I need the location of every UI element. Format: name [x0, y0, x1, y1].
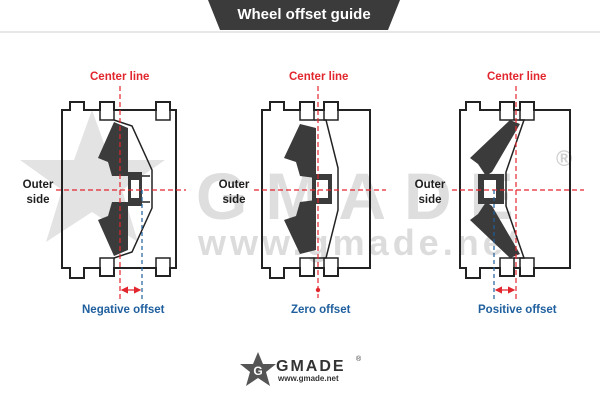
side-label-2: side — [222, 194, 246, 206]
outer-label-3: Outer — [414, 179, 446, 191]
footer-url: www.gmade.net — [278, 374, 339, 383]
svg-text:G: G — [253, 364, 262, 378]
negative-offset-label: Negative offset — [82, 304, 165, 316]
center-line-label-2: Center line — [289, 71, 349, 83]
wheel-positive-offset — [459, 101, 571, 279]
wheel-negative-offset — [61, 101, 177, 279]
side-label-1: side — [26, 194, 50, 206]
footer-reg-mark: ® — [356, 356, 362, 363]
wheel-zero-offset — [261, 101, 371, 279]
center-line-label-1: Center line — [90, 71, 150, 83]
footer-brand: GMADE — [276, 358, 346, 375]
outer-label-2: Outer — [218, 179, 250, 191]
gmade-star-logo-icon: G — [240, 352, 276, 386]
side-label-3: side — [418, 194, 442, 206]
zero-offset-label: Zero offset — [291, 304, 351, 316]
mounting-surface-lines — [141, 190, 495, 302]
header-tab: Wheel offset guide — [208, 0, 400, 30]
page-title: Wheel offset guide — [237, 6, 371, 23]
offset-arrows — [120, 286, 516, 294]
outer-side-label-2: Outer side — [214, 178, 254, 208]
outer-side-label-3: Outer side — [410, 178, 450, 208]
center-line-label-3: Center line — [487, 71, 547, 83]
center-lines — [119, 86, 517, 300]
header-divider — [0, 31, 600, 33]
watermark-reg: ® — [556, 146, 573, 171]
outer-side-label-1: Outer side — [18, 178, 58, 208]
outer-label-1: Outer — [22, 179, 54, 191]
watermark-url: www.gmade.net — [198, 222, 523, 263]
positive-offset-label: Positive offset — [478, 304, 557, 316]
